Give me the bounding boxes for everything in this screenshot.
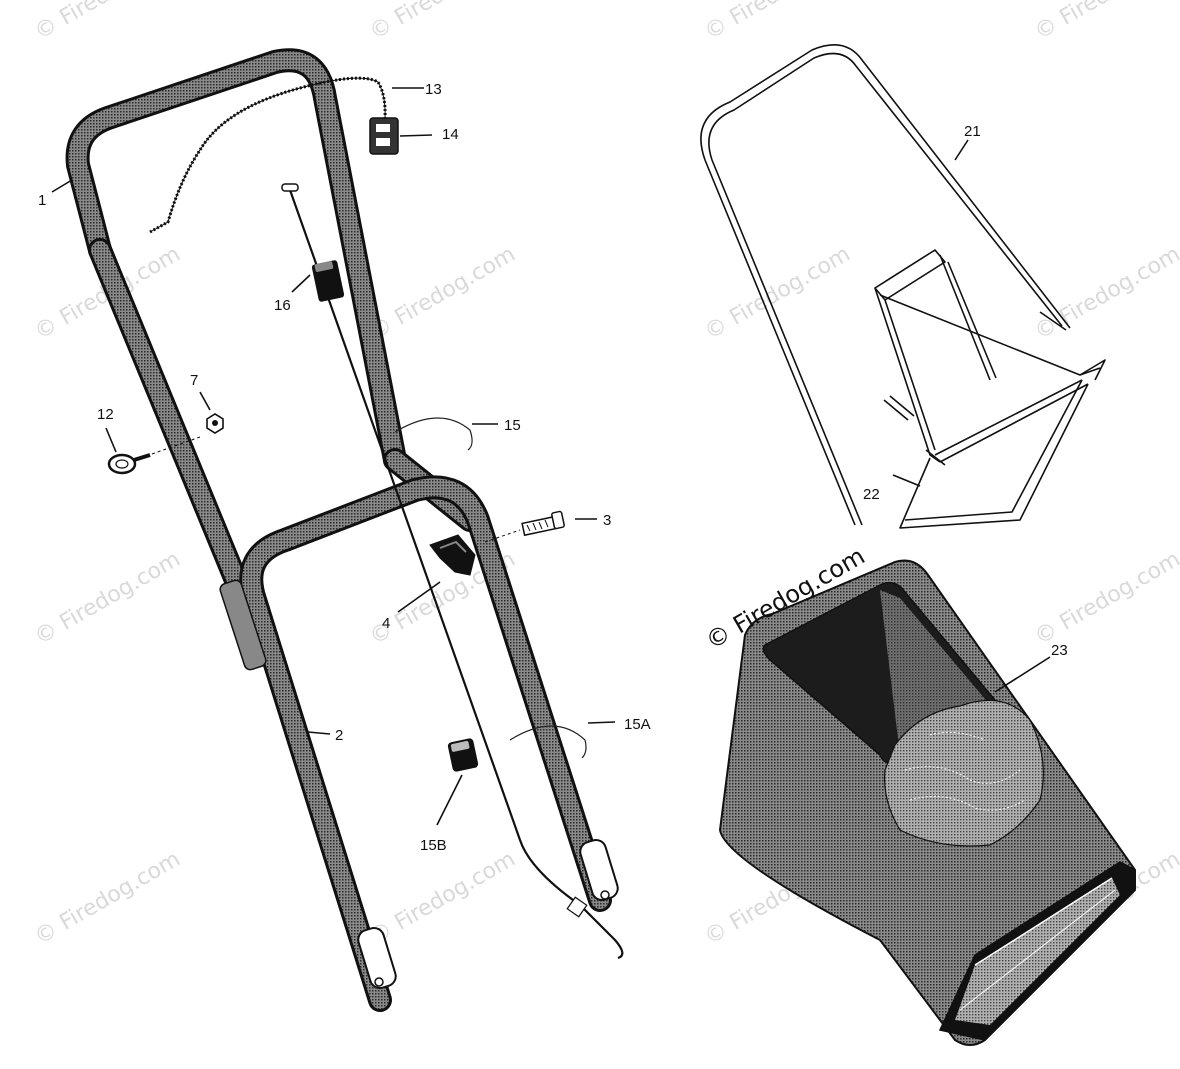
bolt bbox=[484, 510, 565, 543]
callout-22: 22 bbox=[863, 486, 880, 503]
watermark: © Firedog.com bbox=[366, 847, 520, 950]
watermark: © Firedog.com bbox=[366, 0, 520, 45]
callout-7: 7 bbox=[190, 372, 198, 389]
control-clip bbox=[369, 117, 399, 155]
callout-16: 16 bbox=[274, 297, 291, 314]
watermark: © Firedog.com bbox=[31, 847, 185, 950]
leader-lines-frame bbox=[892, 139, 969, 487]
leader-lines-left bbox=[51, 87, 616, 826]
watermark: © Firedog.com bbox=[1031, 242, 1180, 345]
callout-23: 23 bbox=[1051, 642, 1068, 659]
callout-12: 12 bbox=[97, 406, 114, 423]
watermark: © Firedog.com bbox=[31, 547, 185, 650]
grass-bag bbox=[718, 559, 1136, 1046]
watermark: © Firedog.com bbox=[31, 0, 185, 45]
throttle-cable bbox=[149, 76, 387, 234]
hex-nut bbox=[206, 413, 224, 434]
callout-4: 4 bbox=[382, 615, 390, 632]
watermark: © Firedog.com bbox=[1031, 0, 1180, 45]
callout-14: 14 bbox=[442, 126, 459, 143]
cable-tie-15a bbox=[509, 725, 587, 759]
callout-2: 2 bbox=[335, 727, 343, 744]
cable-tie bbox=[311, 260, 345, 302]
callout-13: 13 bbox=[425, 81, 442, 98]
watermark: © Firedog.com bbox=[1031, 547, 1180, 650]
callout-15a: 15A bbox=[624, 716, 651, 733]
cable-tie-15 bbox=[394, 417, 473, 451]
watermark: © Firedog.com bbox=[701, 0, 855, 45]
callout-3: 3 bbox=[603, 512, 611, 529]
control-rod bbox=[281, 183, 624, 960]
callouts-left: 1 2 3 4 7 12 13 14 15 15A 15B 16 bbox=[38, 81, 651, 854]
leader-lines-bag bbox=[994, 656, 1051, 693]
watermark: © Firedog.com bbox=[366, 242, 520, 345]
callout-15: 15 bbox=[504, 417, 521, 434]
callout-1: 1 bbox=[38, 192, 46, 209]
callout-21: 21 bbox=[964, 123, 981, 140]
handle-knob bbox=[429, 534, 476, 576]
cable-clip-15b bbox=[447, 738, 479, 772]
lower-handle bbox=[219, 475, 619, 1012]
watermark: © Firedog.com bbox=[701, 242, 855, 345]
callout-15b: 15B bbox=[420, 837, 447, 854]
bag-frame bbox=[700, 44, 1106, 529]
eye-bolt bbox=[107, 436, 201, 475]
